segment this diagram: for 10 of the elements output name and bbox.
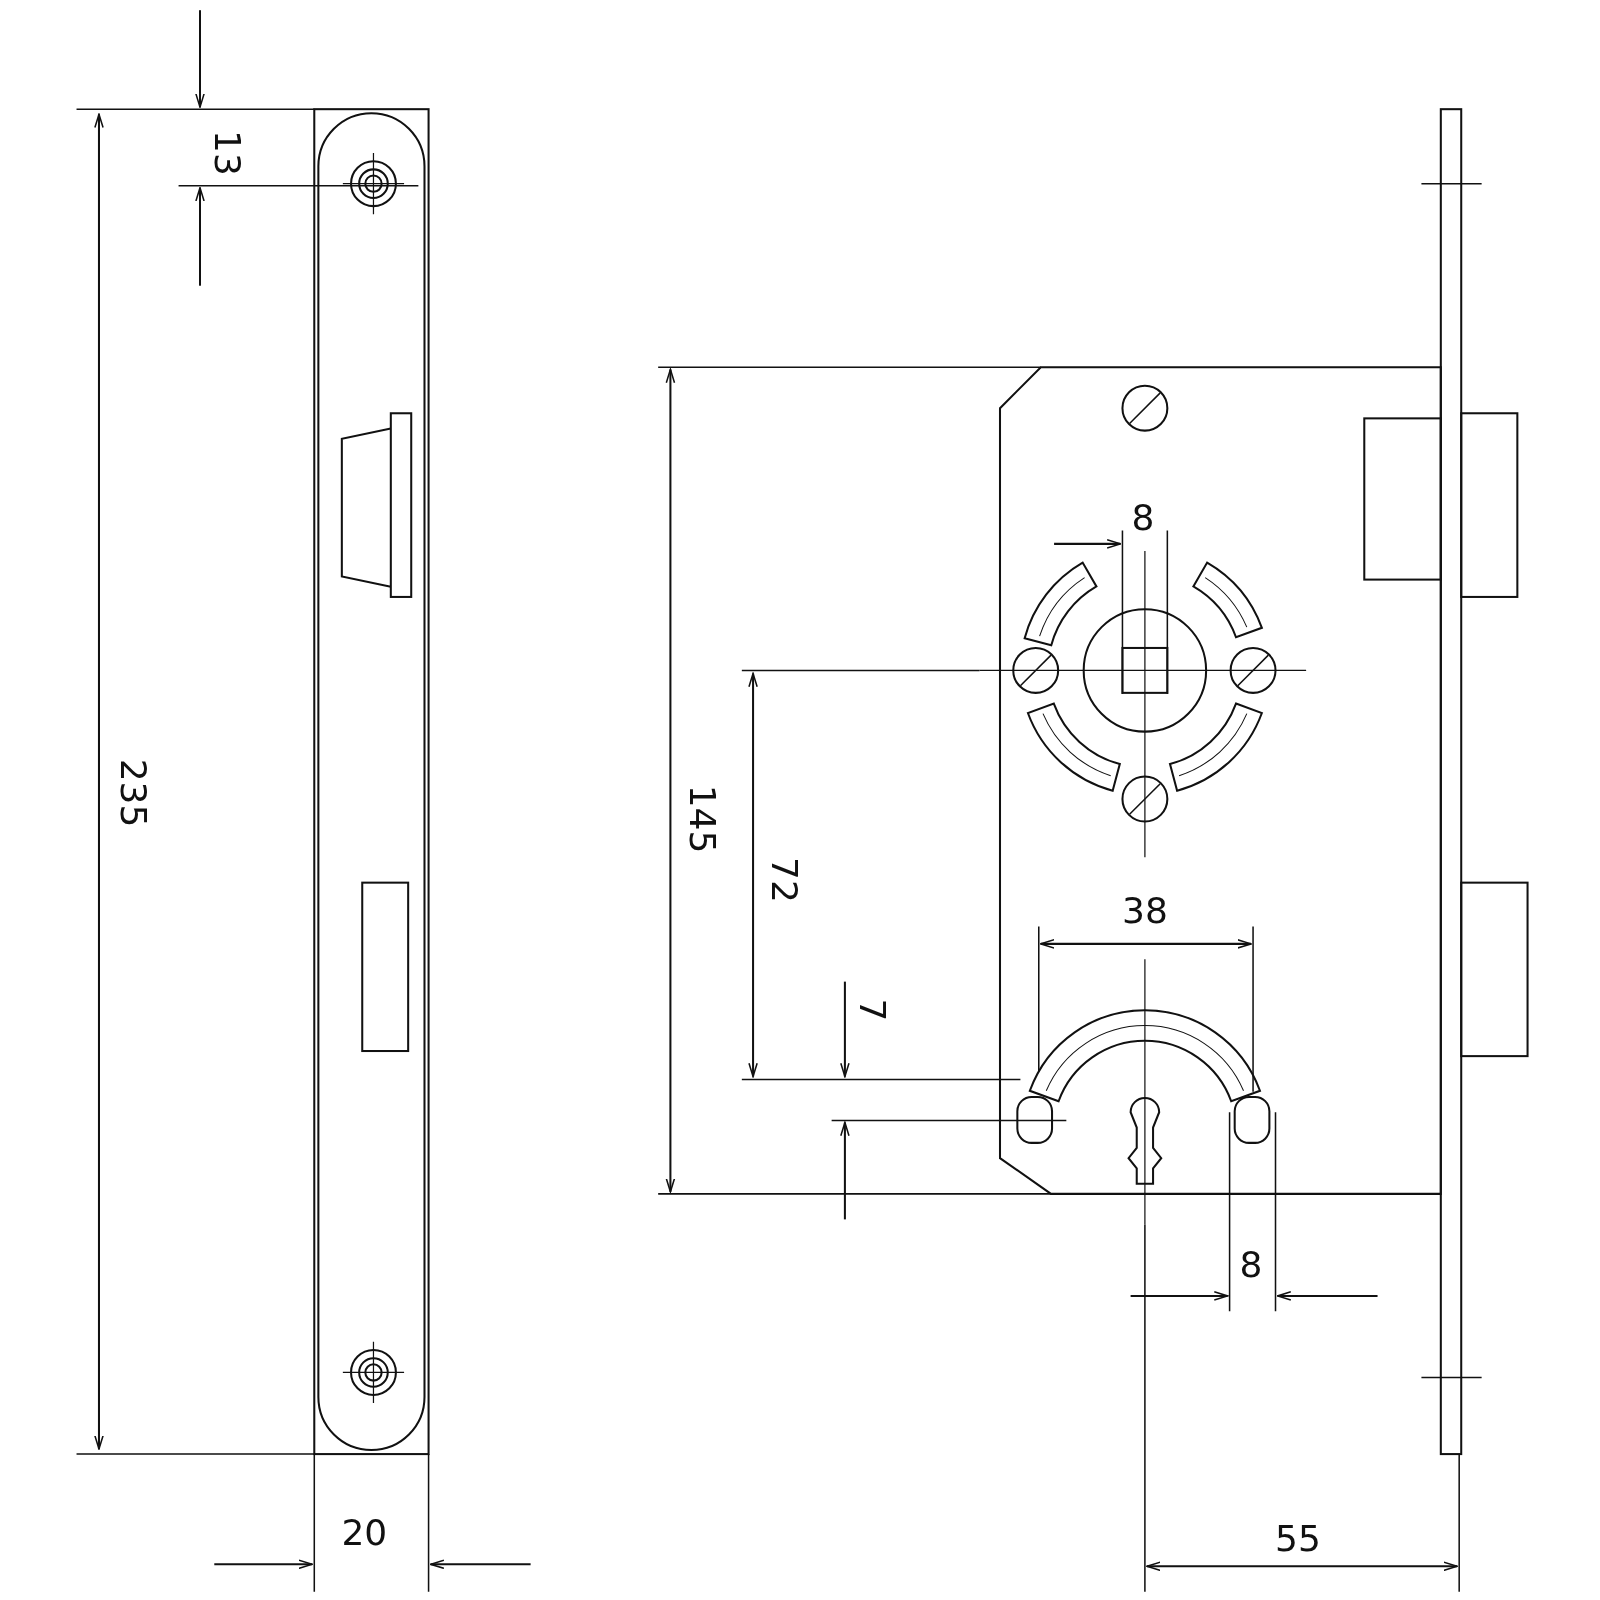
dimension-label: 72 xyxy=(765,856,802,903)
dimension-label: 55 xyxy=(1275,1520,1321,1557)
dimension-label: 235 xyxy=(114,758,151,828)
dimension-label: 8 xyxy=(1131,500,1155,537)
dimension-label: 7 xyxy=(854,998,891,1022)
dimension-label: 145 xyxy=(684,785,721,854)
dimension-label: 13 xyxy=(208,130,245,176)
dimension-label: 8 xyxy=(1239,1247,1263,1284)
dimension-label: 38 xyxy=(1122,893,1168,930)
dimension-label: 20 xyxy=(341,1514,388,1551)
